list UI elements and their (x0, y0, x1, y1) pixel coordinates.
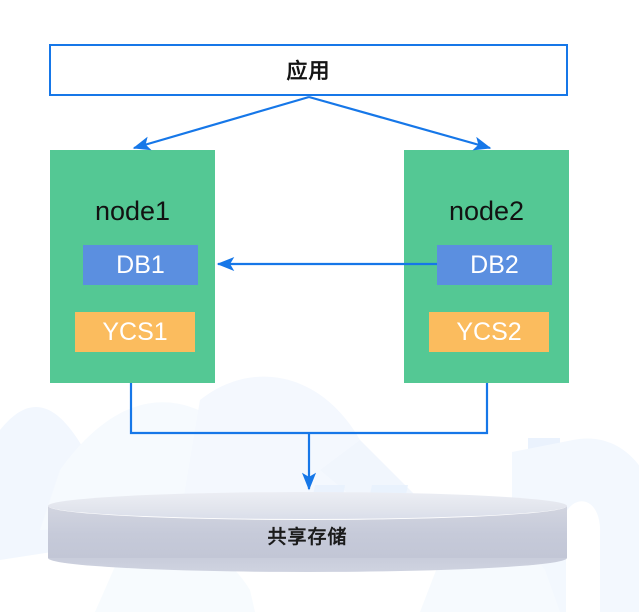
application-label: 应用 (286, 60, 331, 83)
node1-title: node1 (94, 196, 171, 226)
node1-db-box[interactable]: DB1 (83, 245, 198, 285)
line-node1-to-storage-bus (129, 383, 309, 435)
shared-storage-label: 共享存储 (267, 527, 348, 548)
arrow-app-to-node1 (132, 95, 310, 151)
node2-box[interactable]: node2 DB2 YCS2 (404, 150, 569, 383)
arrow-app-to-node2 (308, 95, 492, 151)
node1-box[interactable]: node1 DB1 YCS1 (50, 150, 215, 383)
node2-ycs-box[interactable]: YCS2 (429, 312, 549, 352)
shared-storage-cylinder[interactable]: 共享存储 (48, 492, 567, 572)
node2-title: node2 (448, 196, 525, 226)
node2-db-label: DB2 (470, 250, 519, 279)
application-box[interactable]: 应用 (49, 44, 568, 96)
line-node2-to-storage-bus (309, 383, 489, 435)
node1-db-label: DB1 (116, 250, 165, 279)
node1-ycs-label: YCS1 (102, 317, 168, 346)
node1-ycs-box[interactable]: YCS1 (75, 312, 195, 352)
cylinder-top-ellipse (48, 492, 567, 520)
node2-ycs-label: YCS2 (456, 317, 522, 346)
node2-db-box[interactable]: DB2 (437, 245, 552, 285)
